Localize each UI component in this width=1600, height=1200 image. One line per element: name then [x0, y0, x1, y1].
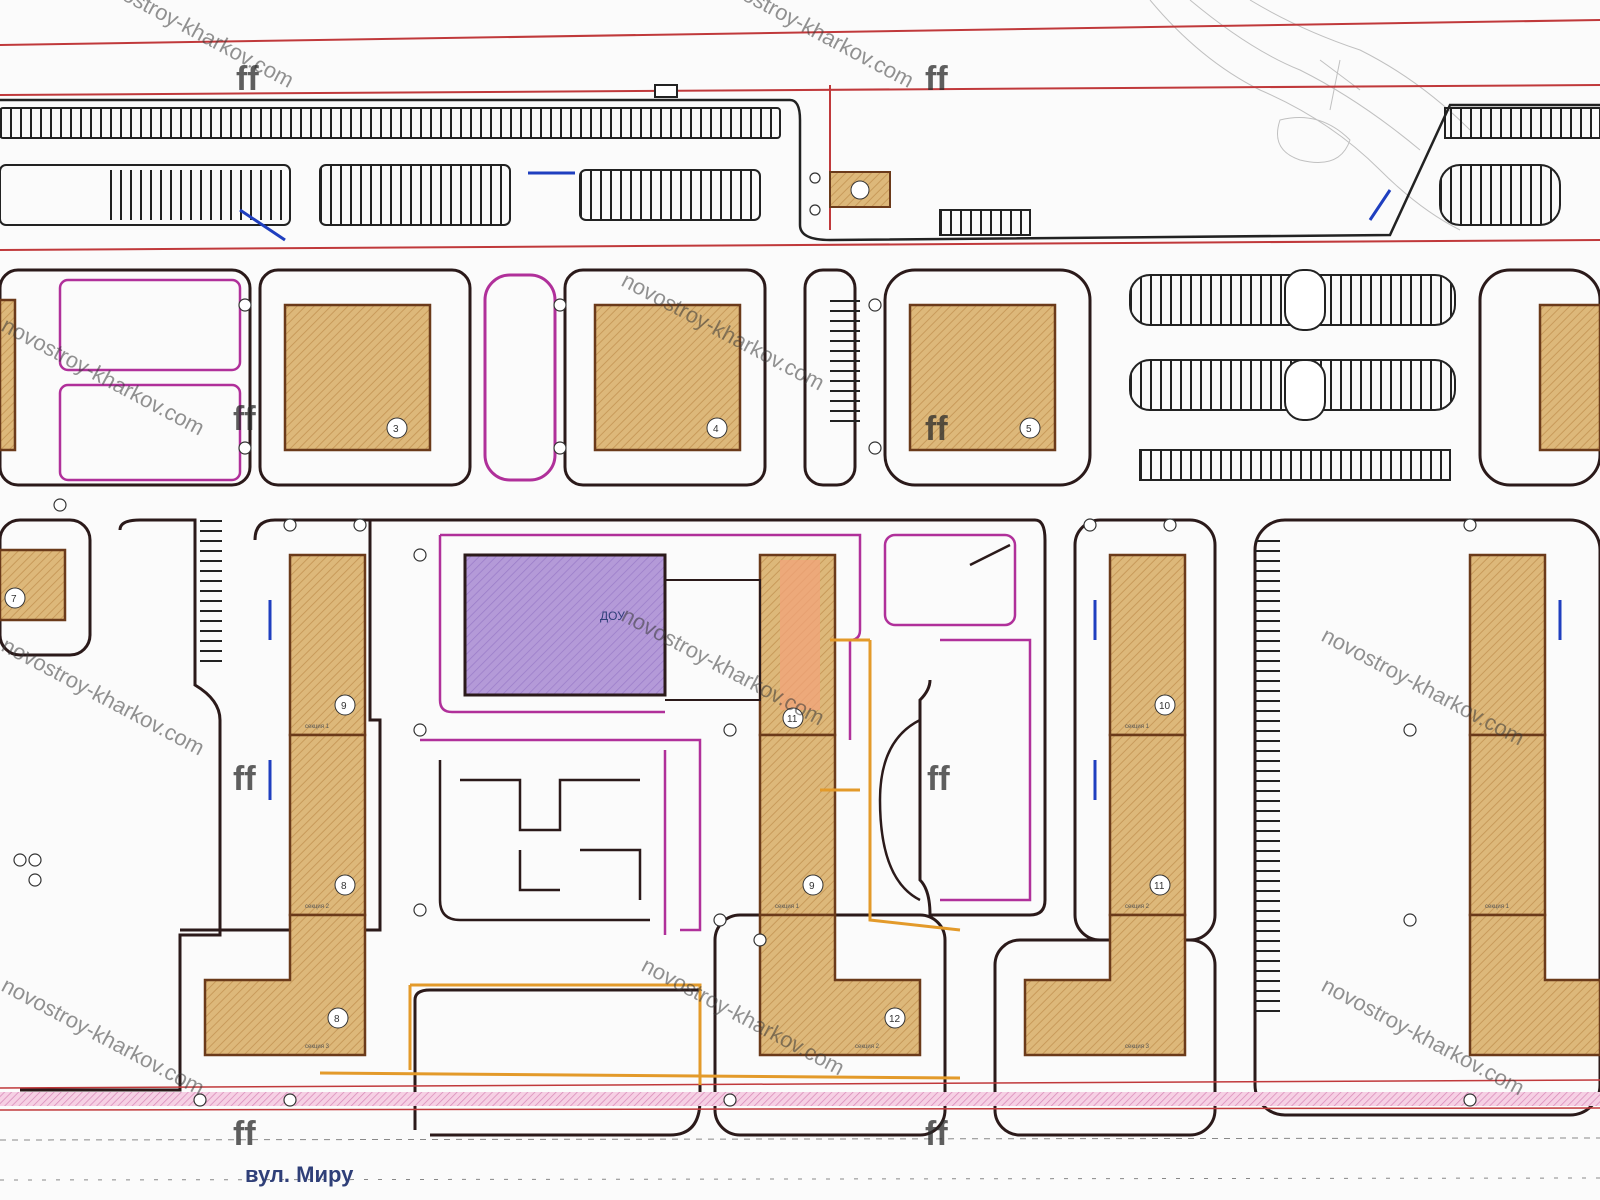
- building-number: 11: [1154, 881, 1165, 892]
- section-labels: секция 1 секция 2 секция 3 секция 1 секц…: [305, 724, 1510, 1050]
- section-label: секция 1: [1485, 904, 1510, 910]
- section-label: секция 3: [305, 1044, 330, 1050]
- utility-lines-orange: [319, 638, 961, 1085]
- building-number: 11: [787, 714, 798, 725]
- logo-icon: ff: [925, 410, 948, 448]
- logo-icon: ff: [233, 760, 256, 798]
- section-label: секция 1: [1125, 724, 1150, 730]
- building-number: 8: [334, 1014, 340, 1025]
- logo-icon: ff: [236, 60, 259, 98]
- playground-structures: [438, 543, 1011, 922]
- building-number: 7: [11, 594, 17, 605]
- boundary-lines-top: [0, 19, 1600, 251]
- watermark-logos: ff ff ff ff ff ff ff ff: [233, 60, 950, 1153]
- building-number: 9: [341, 701, 347, 712]
- blue-markings: [239, 171, 1562, 800]
- kindergarten-label: ДОУ: [600, 609, 625, 623]
- building-number: 3: [393, 424, 399, 435]
- section-label: секция 2: [305, 904, 330, 910]
- logo-icon: ff: [925, 1115, 948, 1153]
- section-label: секция 2: [1125, 904, 1150, 910]
- street-name-label: вул. Миру: [245, 1162, 354, 1187]
- logo-icon: ff: [927, 760, 950, 798]
- logo-icon: ff: [233, 1115, 256, 1153]
- section-label: секция 1: [775, 904, 800, 910]
- building-number: 10: [1159, 701, 1171, 712]
- terrain-contours: [1149, 0, 1471, 231]
- section-label: секция 1: [305, 724, 330, 730]
- parking-right: [200, 269, 1456, 1020]
- building-number: 5: [1026, 424, 1032, 435]
- building-number: 12: [889, 1014, 901, 1025]
- building-number: 9: [809, 881, 815, 892]
- street-dash: [0, 1137, 1600, 1181]
- building-number: 4: [713, 424, 719, 435]
- building-number: 8: [341, 881, 347, 892]
- sidewalk-strip: [0, 1092, 1600, 1106]
- logo-icon: ff: [925, 60, 948, 98]
- site-boundaries-magenta: [58, 278, 1032, 935]
- kindergarten: ДОУ: [463, 553, 820, 710]
- section-label: секция 3: [1125, 1044, 1150, 1050]
- utility-markers: [13, 172, 1477, 1107]
- parking-strip-top: [0, 84, 1600, 242]
- logo-icon: ff: [233, 400, 256, 438]
- building-numbers: 3 4 5 7 9 8 8 11 9 12 10 11: [4, 417, 1176, 1029]
- residential-buildings: [0, 298, 1600, 1057]
- street-lines: [0, 1079, 1600, 1111]
- section-label: секция 2: [855, 1044, 880, 1050]
